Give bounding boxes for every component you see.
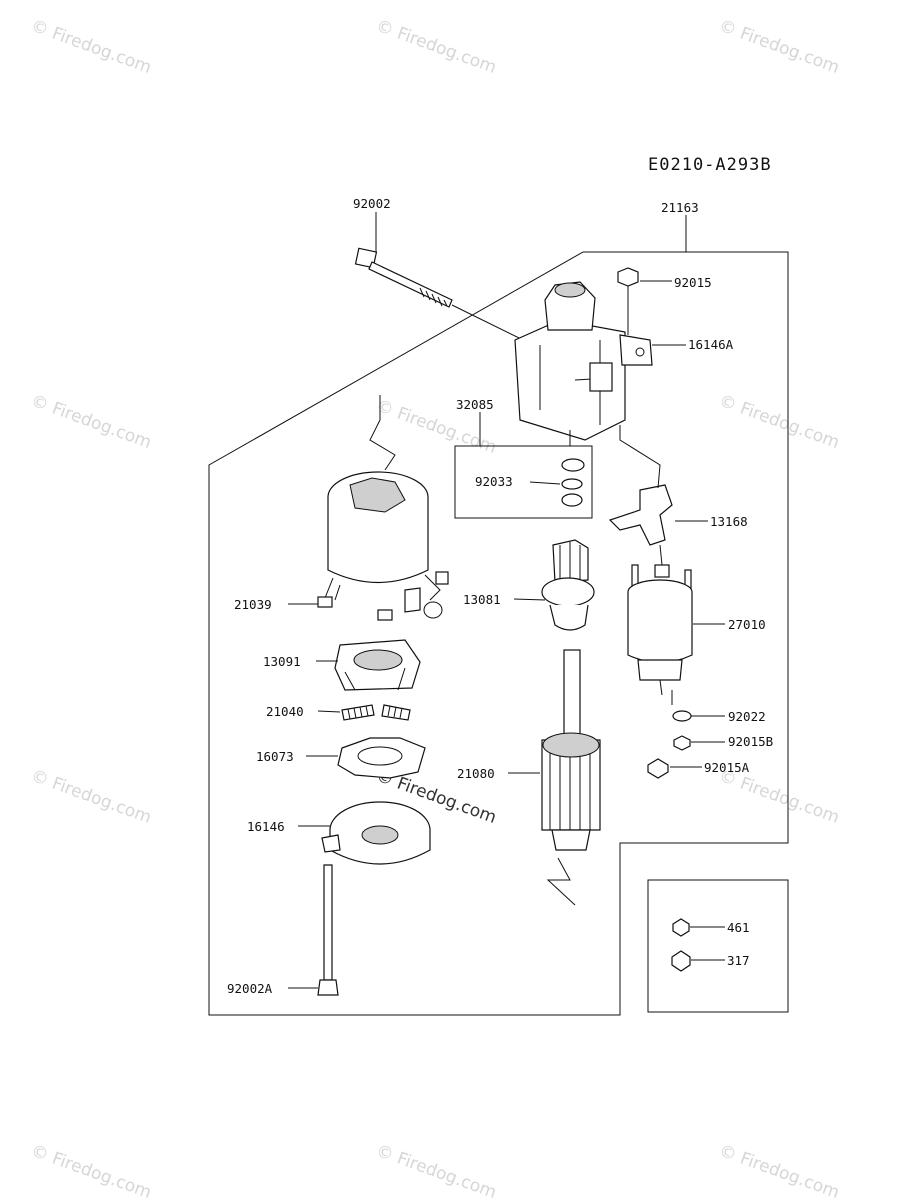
hardware-box [647, 879, 789, 1013]
brush-plate [337, 737, 426, 779]
nut-92015A [647, 758, 669, 779]
watermark: © Firedog.com [716, 16, 842, 78]
nut-92015B [673, 735, 691, 751]
solenoid [627, 544, 693, 705]
nut-317 [671, 950, 691, 972]
watermark: © Firedog.com [28, 391, 154, 453]
pinion-gear [541, 539, 595, 631]
watermark: © Firedog.com [373, 1141, 499, 1200]
watermark: © Firedog.com [716, 391, 842, 453]
label-21080: 21080 [457, 766, 495, 781]
through-bolt [354, 212, 581, 369]
label-13168: 13168 [710, 514, 748, 529]
leader-21040 [317, 710, 341, 713]
label-317: 317 [727, 953, 750, 968]
label-21039: 21039 [234, 597, 272, 612]
label-21163: 21163 [661, 200, 699, 215]
washer-461 [672, 918, 690, 937]
label-461: 461 [727, 920, 750, 935]
front-housing [514, 281, 653, 441]
label-16146A: 16146A [688, 337, 734, 352]
watermark: © Firedog.com [28, 1141, 154, 1200]
label-13081: 13081 [463, 592, 501, 607]
watermark: © Firedog.com [28, 16, 154, 78]
watermark: © Firedog.com [28, 766, 154, 828]
collar [561, 458, 585, 472]
kit-bracket-32085 [454, 412, 593, 519]
watermark: © Firedog.com [716, 1141, 842, 1200]
assembly-boundary [208, 251, 789, 1016]
leader-92033 [529, 481, 561, 485]
label-92002A: 92002A [227, 981, 273, 996]
armature [541, 649, 601, 906]
label-32085: 32085 [456, 397, 494, 412]
label-27010: 27010 [728, 617, 766, 632]
label-92015A: 92015A [704, 760, 750, 775]
leader-13081 [513, 598, 546, 601]
label-21040: 21040 [266, 704, 304, 719]
label-92015: 92015 [674, 275, 712, 290]
label-92022: 92022 [728, 709, 766, 724]
circlip [561, 478, 583, 490]
shift-lever [608, 425, 673, 546]
watermark: © Firedog.com [716, 766, 842, 828]
washer-92022 [672, 710, 692, 722]
label-16146: 16146 [247, 819, 285, 834]
watermark-layer: © Firedog.com © Firedog.com © Firedog.co… [28, 16, 842, 1200]
label-92015B: 92015B [728, 734, 773, 749]
label-13091: 13091 [263, 654, 301, 669]
label-16073: 16073 [256, 749, 294, 764]
long-bolt [317, 864, 339, 996]
nut-92015 [617, 267, 672, 335]
label-92033: 92033 [475, 474, 513, 489]
stop-ring [561, 493, 583, 507]
label-92002: 92002 [353, 196, 391, 211]
brush-springs [341, 704, 411, 721]
diagram-code: E0210-A293B [648, 155, 772, 175]
yoke-assembly [317, 395, 449, 621]
rear-cover [321, 801, 431, 865]
brush-holder [334, 639, 421, 691]
watermark: © Firedog.com [373, 16, 499, 78]
